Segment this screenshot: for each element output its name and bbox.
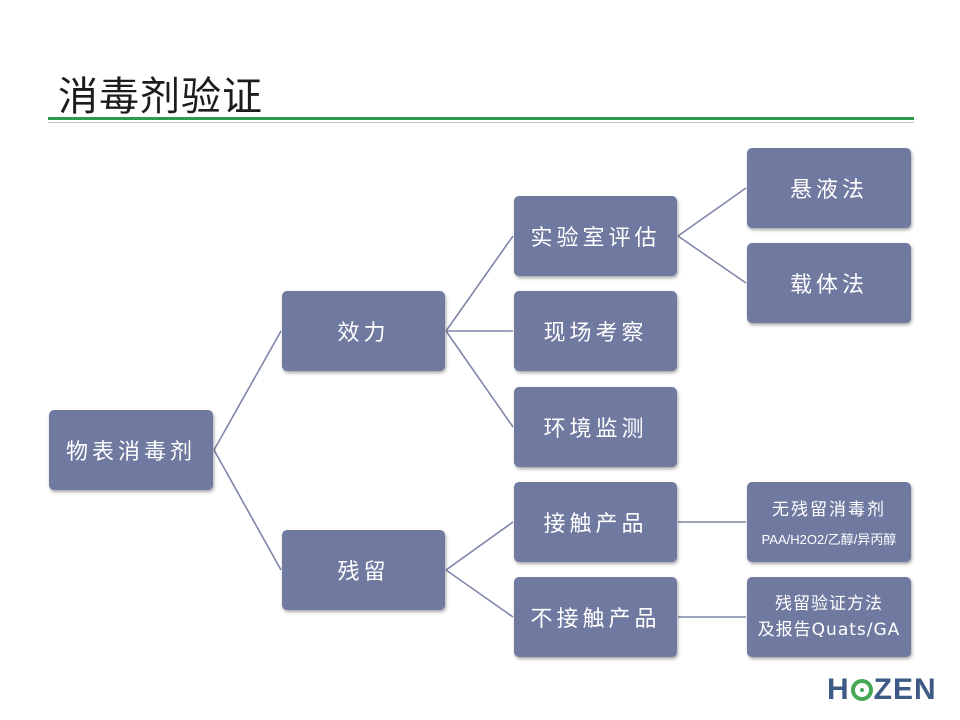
node-efficacy-label: 效力: [337, 321, 390, 346]
node-no-residue-sublabel: PAA/H2O2/乙醇/异丙醇: [761, 531, 897, 547]
logo-text-right: ZEN: [873, 673, 937, 706]
node-residue-verification: 残留验证方法 及报告Quats/GA: [747, 577, 911, 657]
node-carrier-method: 载体法: [747, 243, 911, 323]
node-residue-method-line2: 及报告Quats/GA: [757, 620, 901, 640]
node-non-contact-product-label: 不接触产品: [530, 607, 661, 632]
connector-efficacy-lab: [445, 235, 514, 332]
title-underline: [48, 117, 914, 120]
hozen-logo: H ZEN: [827, 673, 937, 707]
node-carrier-method-label: 载体法: [789, 273, 868, 298]
node-lab-eval-label: 实验室评估: [530, 226, 661, 251]
node-no-residue-label: 无残留消毒剂: [772, 499, 886, 520]
node-field-observation: 现场考察: [514, 291, 677, 371]
node-env-monitoring-label: 环境监测: [543, 417, 648, 442]
node-env-monitoring: 环境监测: [514, 387, 677, 467]
connector-lab-suspension: [677, 187, 747, 237]
node-field-observation-label: 现场考察: [543, 321, 648, 346]
node-contact-product: 接触产品: [514, 482, 677, 562]
node-lab-eval: 实验室评估: [514, 196, 677, 276]
page-title: 消毒剂验证: [58, 74, 263, 120]
connector-efficacy-env: [445, 330, 514, 428]
node-root-label: 物表消毒剂: [65, 440, 196, 465]
node-non-contact-product: 不接触产品: [514, 577, 677, 657]
node-efficacy: 效力: [282, 291, 445, 371]
connector-root-efficacy: [213, 330, 282, 451]
node-no-residue-disinfectant: 无残留消毒剂 PAA/H2O2/乙醇/异丙醇: [747, 482, 911, 562]
node-residue-label: 残留: [337, 560, 390, 585]
node-root: 物表消毒剂: [49, 410, 213, 490]
logo-text-left: H: [827, 673, 850, 706]
logo-o-icon: [850, 679, 873, 701]
connector-residue-contact: [445, 521, 514, 571]
node-contact-product-label: 接触产品: [543, 512, 648, 537]
connector-root-residue: [213, 449, 282, 571]
node-suspension-method-label: 悬液法: [789, 178, 868, 203]
connector-residue-noncontact: [445, 569, 514, 618]
node-residue: 残留: [282, 530, 445, 610]
connector-lab-carrier: [677, 235, 747, 284]
title-underline-shadow: [48, 122, 914, 123]
node-residue-method-line1: 残留验证方法: [775, 594, 883, 614]
node-suspension-method: 悬液法: [747, 148, 911, 228]
